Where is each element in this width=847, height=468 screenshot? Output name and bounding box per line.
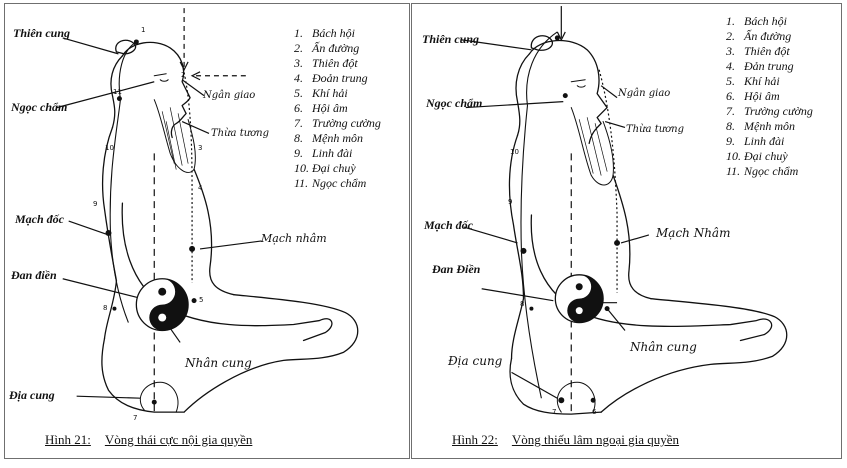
label-ngoc-cham: Ngọc chẩm [11,100,68,114]
label-thien-cung: Thiên cung [13,26,71,40]
num-8: 8 [103,304,108,312]
meditation-figure-21-drawing [56,8,359,413]
label-mach-doc: Mạch đốc [424,218,473,232]
hair-bun [530,35,553,51]
legend-item: 9.Linh đài [726,134,785,148]
label-ngoc-cham: Ngọc chẩm [426,96,483,110]
beard [570,107,614,186]
legend-item: 11.Ngọc chẩm [726,164,799,178]
legend-item: 2.Ấn đường [294,41,360,55]
legend-item: 6.Hội âm [294,101,348,115]
legend-item: 5.Khí hải [726,74,780,88]
num-11: 11 [113,88,122,96]
num-5: 5 [199,296,204,304]
back-outline [101,126,118,340]
label-mach-doc: Mạch đốc [15,212,64,226]
legend-item: 8.Mệnh môn [726,119,795,133]
num-7: 7 [133,414,138,422]
head-outline [528,39,608,145]
legend-item: 8.Mệnh môn [294,131,363,145]
hair-bun [115,39,137,55]
num-10: 10 [510,148,519,156]
legend-item: 3.Thiên đột [726,44,790,58]
acupoint-dots [105,39,197,405]
leg-outline [183,294,359,413]
acupoint-legend: 1.Bách hội 2.Ấn đường 3.Thiên đột 4.Đản … [726,14,813,179]
arm-outline [121,202,333,342]
num-1: 1 [141,26,146,34]
num-9: 9 [93,200,98,208]
label-mach-nham: Mạch Nhâm [656,226,731,240]
legend-item: 7.Trường cường [294,116,381,130]
label-dia-cung: Địa cung [9,388,55,402]
legend-item: 9.Linh đài [294,146,353,160]
label-nhan-cung: Nhân cung [185,356,252,370]
figure-22-panel: Thiên cung Ngọc chẩm Ngân giao Thừa tươn… [411,3,842,459]
num-4: 4 [198,184,203,192]
back-outline [508,134,525,360]
mach-doc-path [520,31,558,399]
legend-item: 6.Hội âm [726,89,780,103]
acupoint-dots [520,35,621,404]
chest-outline [612,174,652,300]
back-of-head [110,55,124,129]
label-dan-dien: Đan Điền [432,262,481,276]
chest-outline [193,168,235,296]
caption-figure-number: Hình 22: [452,432,498,447]
arm-outline [530,214,773,342]
meditation-figure-22-drawing [461,6,788,415]
leg-outline [600,298,788,413]
mach-nham-path [181,63,193,283]
num-9: 9 [508,198,513,206]
mach-doc-path [109,41,137,323]
figure-21-panel: Thiên cung Ngọc chẩm Ngân giao Thừa tươn… [4,3,410,459]
num-8: 8 [520,300,525,308]
figure-caption: Hình 22: Vòng thiếu lâm ngoại gia quyền [452,432,679,448]
lap-outline [509,357,602,415]
figure-caption: Hình 21: Vòng thái cực nội gia quyền [45,432,252,448]
label-dan-dien: Đan điền [11,268,57,282]
legend-item: 7.Trường cường [726,104,813,118]
legend-item: 10.Đại chuỳ [726,149,788,163]
label-thien-cung: Thiên cung [422,32,480,46]
label-dia-cung: Địa cung [448,354,503,368]
num-6: 6 [592,408,597,416]
legend-item: 10.Đại chuỳ [294,161,356,175]
caption-figure-number: Hình 21: [45,432,91,447]
beard [153,99,196,173]
legend-item: 3.Thiên đột [294,56,358,70]
caption-figure-title: Vòng thái cực nội gia quyền [104,432,253,447]
mach-nham-path [598,69,618,293]
head-outline [121,41,191,139]
legend-item: 4.Đản trung [726,59,794,73]
label-thua-tuong: Thừa tương [626,124,685,135]
back-of-head [515,53,531,137]
label-ngan-giao: Ngân giao [618,88,671,99]
label-ngan-giao: Ngân giao [203,90,256,101]
acupoint-legend: 1.Bách hội 2.Ấn đường 3.Thiên đột 4.Đoản… [294,26,381,191]
label-thua-tuong: Thừa tương [211,128,270,139]
legend-item: 1.Bách hội [726,14,787,28]
num-3: 3 [198,144,203,152]
label-nhan-cung: Nhân cung [630,340,697,354]
legend-item: 11.Ngọc chẩm [294,176,367,190]
legend-item: 5.Khí hải [294,86,348,100]
num-10: 10 [105,144,114,152]
lap-outline [101,337,185,413]
num-7: 7 [552,408,557,416]
legend-item: 4.Đoản trung [294,71,368,85]
legend-item: 2.Ấn đường [726,29,792,43]
label-mach-nham: Mạch nhâm [261,232,327,245]
yin-yang-symbol [135,278,189,332]
legend-item: 1.Bách hội [294,26,355,40]
yin-yang-symbol [554,274,604,324]
num-2: 2 [181,71,186,79]
caption-figure-title: Vòng thiếu lâm ngoại gia quyền [511,432,680,447]
